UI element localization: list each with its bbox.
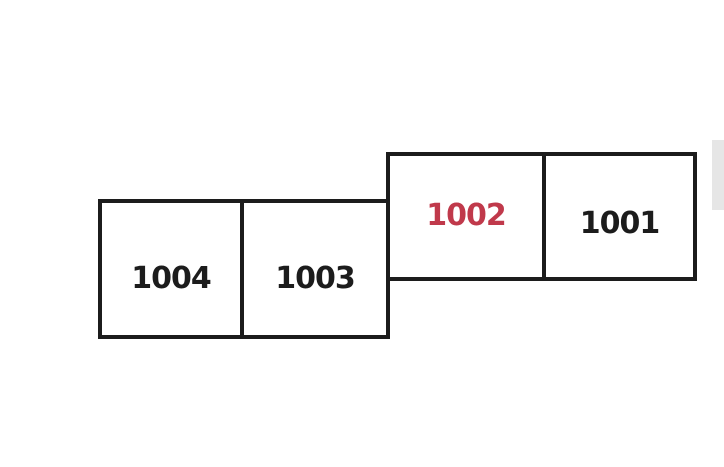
room-label-1001: 1001 xyxy=(579,206,661,241)
room-1003: 1003 xyxy=(240,199,390,339)
room-label-1004: 1004 xyxy=(131,261,212,296)
room-label-1003: 1003 xyxy=(275,261,356,296)
edge-shade xyxy=(712,140,724,210)
room-1001: 1001 xyxy=(542,152,697,281)
room-1002: 1002 xyxy=(386,152,546,281)
room-1004: 1004 xyxy=(98,199,244,339)
room-label-1002: 1002 xyxy=(426,198,507,233)
